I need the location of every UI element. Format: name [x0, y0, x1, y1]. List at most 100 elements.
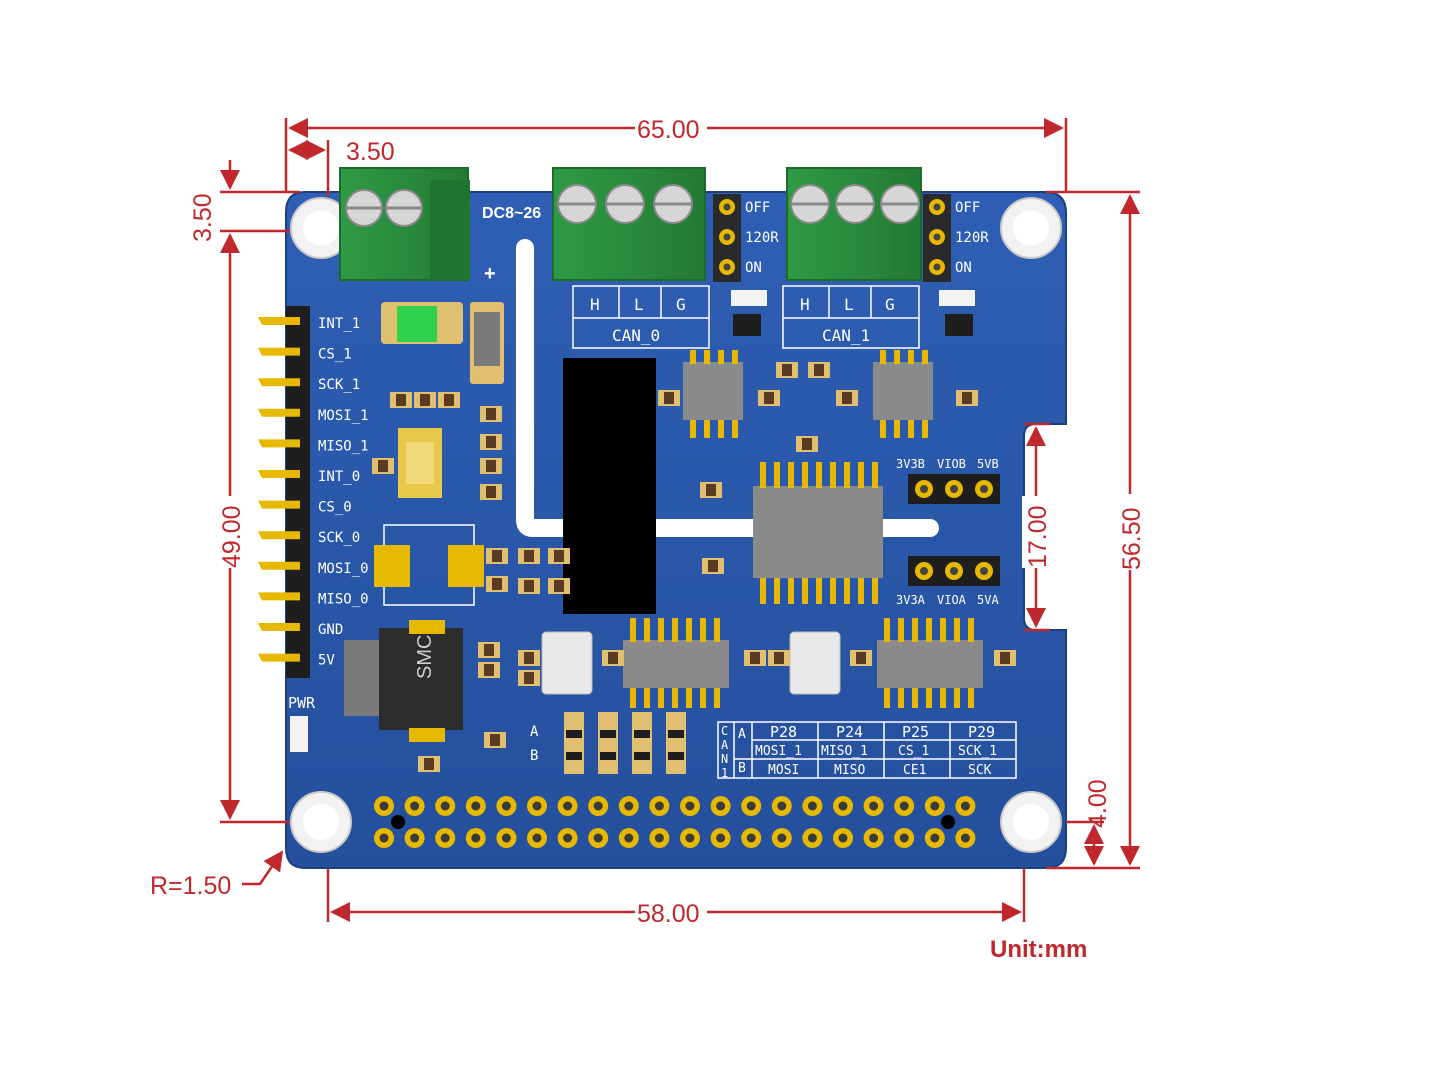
header-pin — [258, 561, 300, 570]
header-pin-label: MISO_0 — [318, 591, 369, 607]
ic-pin — [630, 618, 636, 642]
select-pad-gap — [668, 752, 684, 760]
gpio-hole — [471, 833, 481, 843]
ic-pin — [788, 578, 794, 604]
passive-body — [750, 652, 760, 664]
components — [290, 290, 983, 752]
passive-body — [554, 580, 564, 592]
can0-label: CAN_0 — [612, 326, 660, 345]
gpio-hole — [838, 833, 848, 843]
gpio-hole — [379, 801, 389, 811]
passive-body — [420, 394, 430, 406]
table-header-p25: P25 — [902, 723, 929, 741]
ic-pin — [968, 688, 974, 708]
can0-termination-jumper: OFF 120R ON — [713, 194, 779, 282]
ic-pin — [644, 618, 650, 642]
ic-pin — [884, 688, 890, 708]
gpio-hole — [379, 833, 389, 843]
ic-pin — [872, 578, 878, 604]
plus-sign: + — [484, 263, 496, 285]
gpio-pads — [374, 796, 976, 848]
can0-pin-g: G — [676, 295, 686, 314]
ic-pin — [700, 688, 706, 708]
select-pad — [564, 712, 584, 774]
gpio-hole — [471, 801, 481, 811]
ic-pin — [858, 578, 864, 604]
can0-jumper-off: OFF — [745, 200, 770, 216]
header-pin-label: SCK_0 — [318, 530, 360, 546]
gpio-hole — [899, 833, 909, 843]
passive-body — [782, 364, 792, 376]
passive-body — [664, 392, 674, 404]
ic-pin — [690, 350, 696, 364]
ic-pin — [644, 688, 650, 708]
vio-b-jumper: 3V3B VIOB 5VB — [896, 457, 1000, 504]
header-pin — [258, 378, 300, 387]
table-b-sck: SCK — [968, 763, 992, 778]
power-terminal-block — [339, 167, 470, 281]
header-pin — [258, 439, 300, 448]
can1-terminal-block — [786, 167, 922, 281]
ic-pin — [908, 420, 914, 438]
unit-label: Unit:mm — [990, 936, 1087, 963]
dim-height-right: 56.50 — [1118, 507, 1146, 570]
gpio-hole — [807, 833, 817, 843]
passive-body — [396, 394, 406, 406]
header-pin — [258, 408, 300, 417]
ic-pin — [968, 618, 974, 642]
ic-pin — [714, 618, 720, 642]
passive-body — [554, 550, 564, 562]
gpio-hole — [746, 833, 756, 843]
table-b-mosi: MOSI — [768, 763, 799, 778]
gpio-hole — [563, 801, 573, 811]
gpio-hole — [746, 801, 756, 811]
gpio-hole — [838, 801, 848, 811]
dim-width-bottom: 58.00 — [637, 900, 700, 928]
ic-pin — [922, 420, 928, 438]
can0-jumper-120r: 120R — [745, 230, 779, 246]
can0-pin-h: H — [590, 295, 600, 314]
gpio-hole — [716, 801, 726, 811]
pin-mapping-table: C A N 1 A B P28 P24 P25 P29 MOSI_1 MISO_… — [717, 721, 1017, 780]
gpio-hole — [593, 833, 603, 843]
can1-jumper-off: OFF — [955, 200, 980, 216]
table-a-sck1: SCK_1 — [958, 744, 997, 759]
gpio-hole — [501, 833, 511, 843]
ic-pin — [704, 350, 710, 364]
dim-notch: 17.00 — [1024, 505, 1052, 568]
smc-label: SMC — [414, 635, 436, 679]
passive-body — [486, 408, 496, 420]
ic-pin — [872, 462, 878, 488]
dim-width-top: 65.00 — [637, 116, 700, 144]
passive-body — [524, 672, 534, 684]
table-a-mosi1: MOSI_1 — [755, 744, 802, 759]
passive-body — [492, 578, 502, 590]
ic-pin — [788, 462, 794, 488]
passive-body — [706, 484, 716, 496]
select-pad — [666, 712, 686, 774]
table-a-miso1: MISO_1 — [821, 744, 868, 759]
dim-height-left: 49.00 — [218, 505, 246, 568]
gpio-hole — [960, 801, 970, 811]
select-pad — [632, 712, 652, 774]
select-pad-gap — [600, 752, 616, 760]
vio-a-jumper: 3V3A VIOA 5VA — [896, 556, 1000, 607]
vio-b-3v3-label: 3V3B — [896, 457, 925, 471]
table-a-cs1: CS_1 — [898, 744, 929, 759]
ic-pin — [672, 688, 678, 708]
gpio-hole — [930, 833, 940, 843]
select-pad-gap — [566, 730, 582, 738]
ic-pin — [880, 350, 886, 364]
ic-pin — [704, 420, 710, 438]
ic-pin — [658, 618, 664, 642]
header-pin — [258, 531, 300, 540]
header-pin-label: SCK_1 — [318, 377, 360, 393]
vio-a-3v3-label: 3V3A — [896, 593, 926, 607]
table-header-p28: P28 — [770, 723, 797, 741]
passive-body — [378, 460, 388, 472]
select-pad-gap — [566, 752, 582, 760]
ic-pin — [926, 688, 932, 708]
ic-pin — [926, 618, 932, 642]
gpio-hole — [716, 833, 726, 843]
gpio-hole — [624, 801, 634, 811]
